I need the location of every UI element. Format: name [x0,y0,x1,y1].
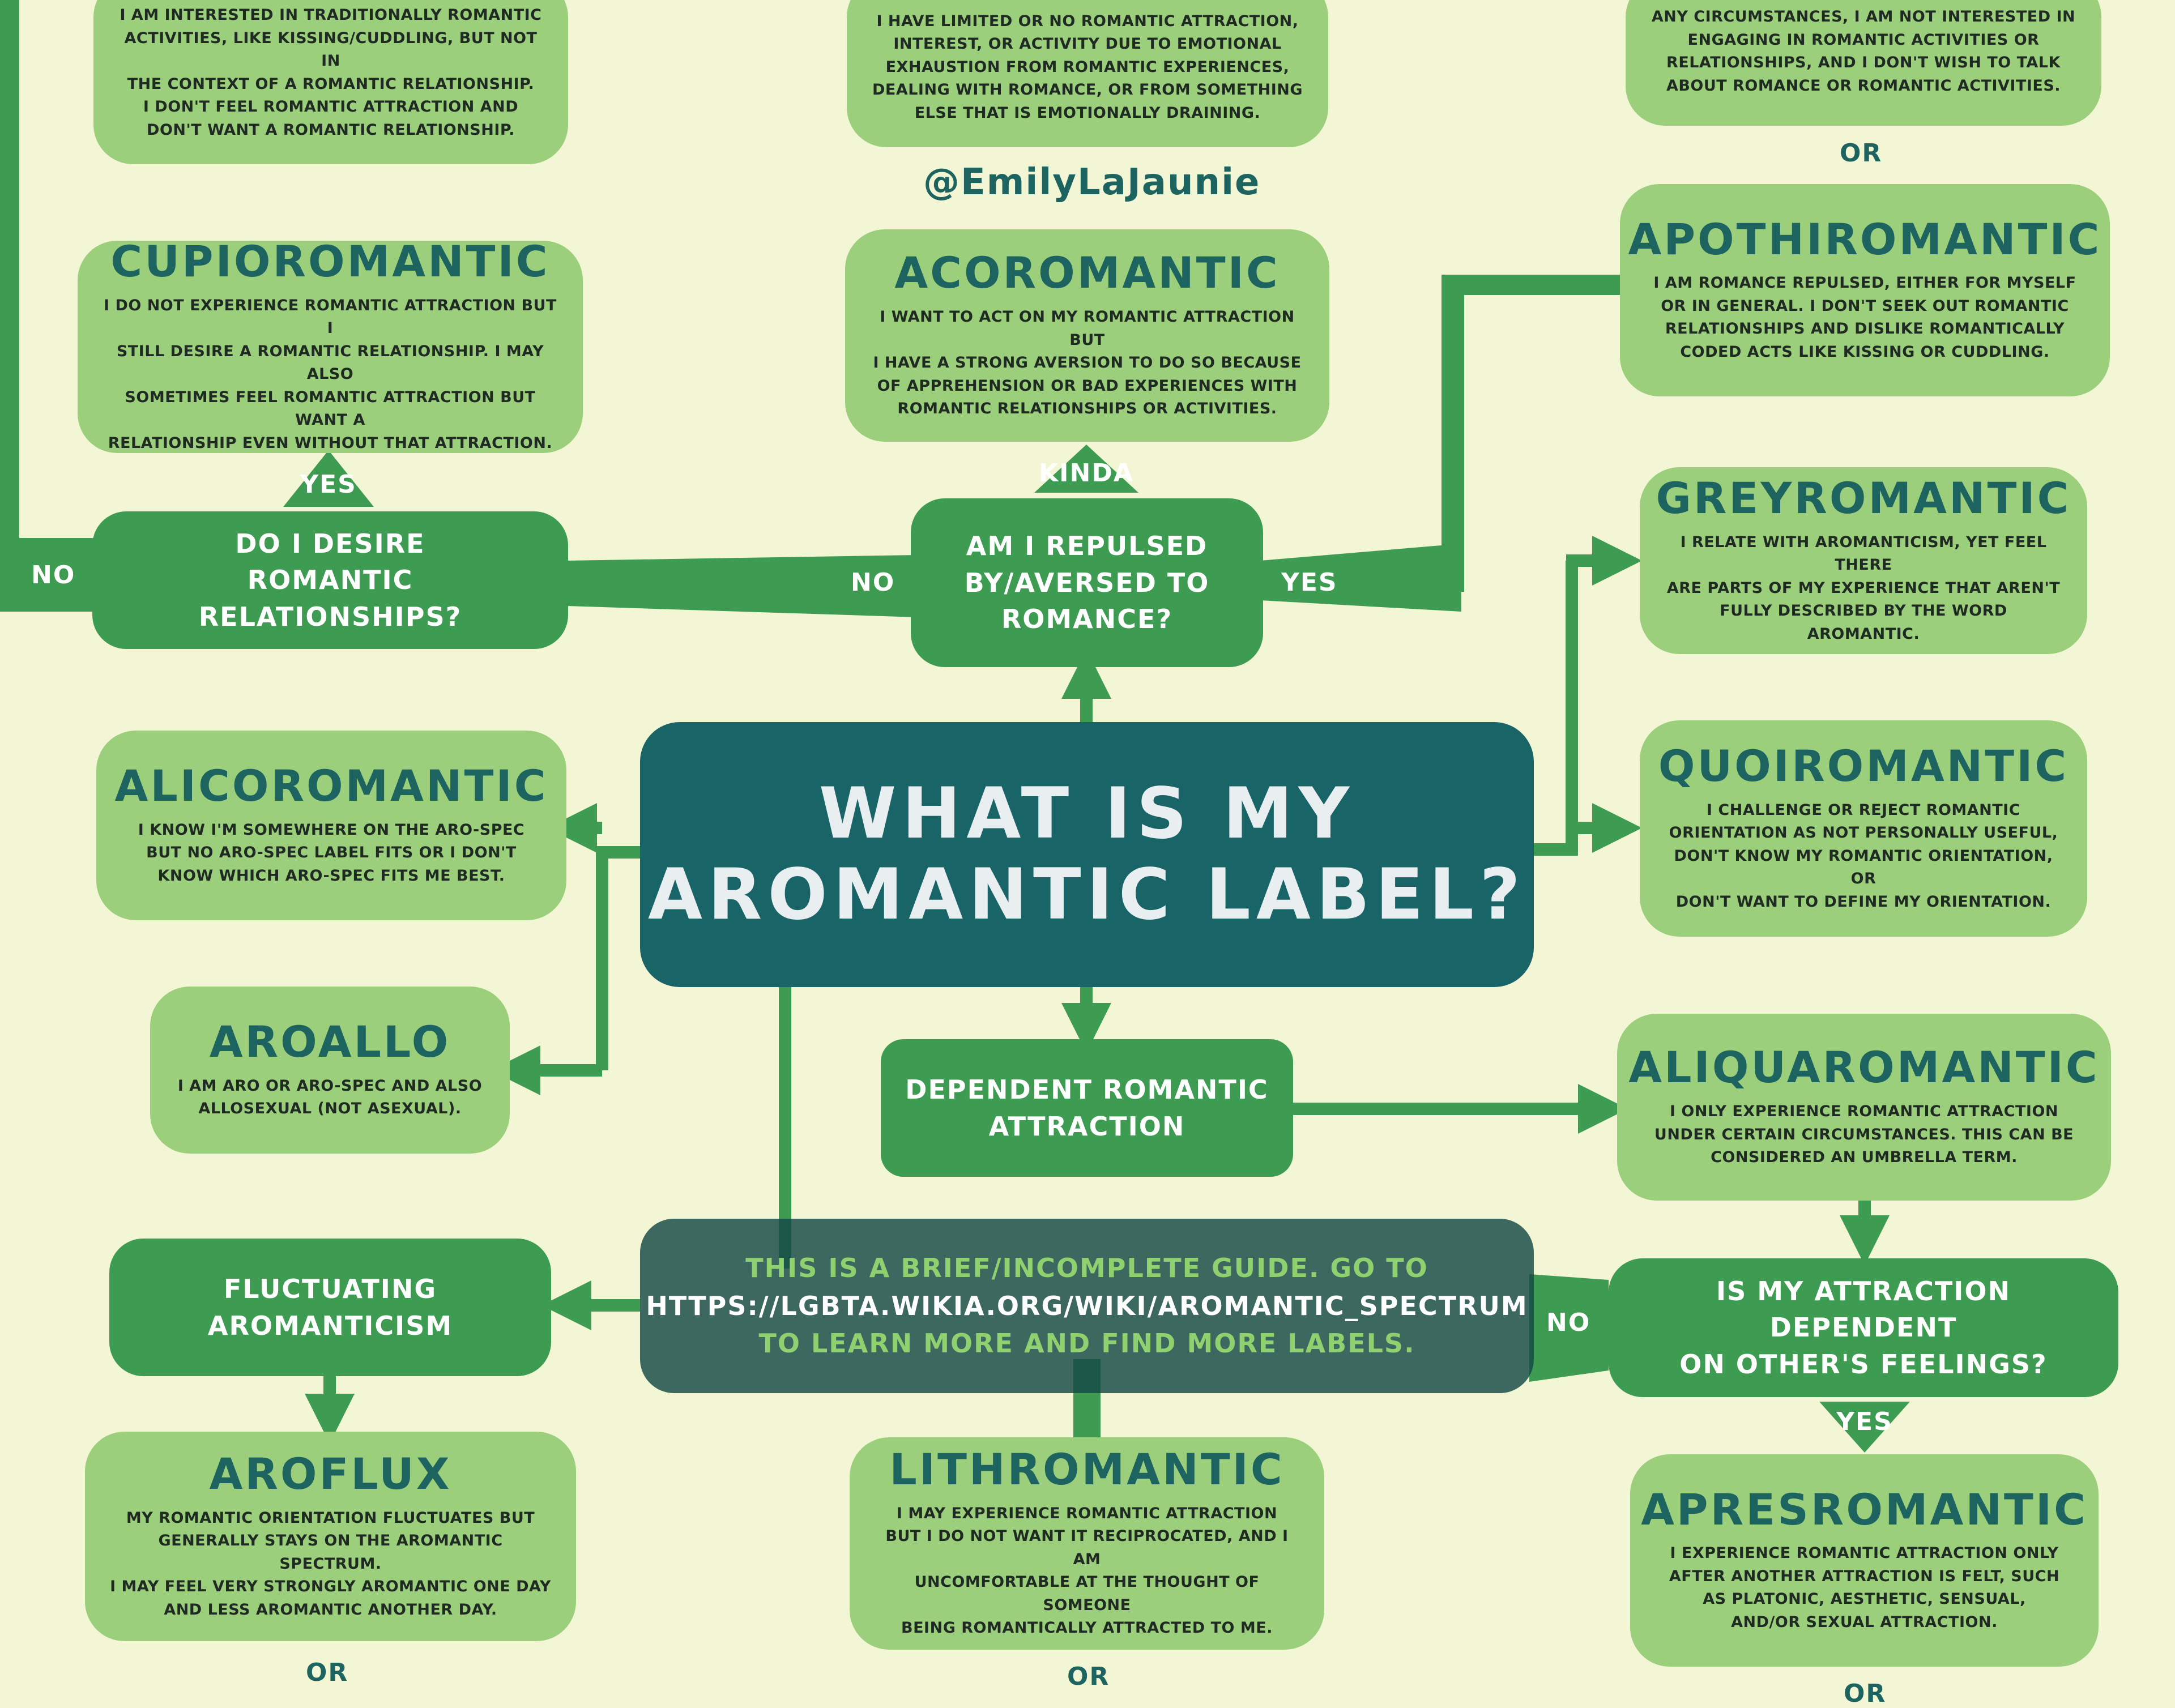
greyromantic-desc: I RELATE WITH AROMANTICISM, YET FEEL THE… [1666,533,2061,643]
apresromantic-desc: I EXPERIENCE ROMANTIC ATTRACTION ONLY AF… [1669,1544,2060,1631]
alicoromantic-desc: I KNOW I'M SOMEWHERE ON THE ARO-SPEC BUT… [138,821,525,885]
apothiromantic-title: APOTHIROMANTIC [1628,214,2102,264]
lithromantic-desc: I MAY EXPERIENCE ROMANTIC ATTRACTION BUT… [885,1504,1289,1637]
acoromantic-title: ACOROMANTIC [894,247,1280,298]
kinda-triangle-acoromantic [1034,445,1138,493]
kinda-label: KINDA [1039,459,1134,488]
connector-note-wedge [1529,1274,1609,1382]
connector-center-left [596,846,640,1070]
acoromantic-desc: I WANT TO ACT ON MY ROMANTIC ATTRACTION … [873,308,1302,418]
label-lithromantic: LITHROMANTIC I MAY EXPERIENCE ROMANTIC A… [850,1437,1324,1650]
quoiromantic-title: QUOIROMANTIC [1658,740,2069,791]
aliquaromantic-title: ALIQUAROMANTIC [1628,1042,2100,1093]
yes-label-apresromantic: YES [1836,1407,1893,1436]
top-center-desc: I HAVE LIMITED OR NO ROMANTIC ATTRACTION… [872,12,1303,122]
center-title-line2: AROMANTIC LABEL? [647,854,1526,936]
apresromantic-title: APRESROMANTIC [1641,1484,2088,1535]
alicoromantic-title: ALICOROMANTIC [114,760,548,811]
quoiromantic-desc: I CHALLENGE OR REJECT ROMANTIC ORIENTATI… [1669,801,2058,911]
guide-note: THIS IS A BRIEF/INCOMPLETE GUIDE. GO TO … [640,1219,1534,1393]
label-apothiromantic: APOTHIROMANTIC I AM ROMANCE REPULSED, EI… [1620,184,2110,396]
no-label-left: NO [31,561,76,590]
cupioromantic-desc: I DO NOT EXPERIENCE ROMANTIC ATTRACTION … [104,296,557,452]
others-feelings-text: IS MY ATTRACTION DEPENDENT ON OTHER'S FE… [1679,1275,2048,1380]
or-bottom-center: OR [1067,1662,1110,1691]
fluctuating-text: FLUCTUATING AROMANTICISM [207,1274,453,1341]
dependent-text: DEPENDENT ROMANTIC ATTRACTION [905,1074,1269,1142]
or-bottom-left: OR [306,1658,349,1687]
connector-center-right [1534,561,1578,856]
label-apresromantic: APRESROMANTIC I EXPERIENCE ROMANTIC ATTR… [1630,1454,2099,1667]
yes-triangle-cupioromantic [283,450,374,507]
connector-left-wedge [0,538,96,612]
label-aroallo: AROALLO I AM ARO OR ARO-SPEC AND ALSO AL… [150,987,510,1154]
label-top-right-partial: ANY CIRCUMSTANCES, I AM NOT INTERESTED I… [1626,0,2101,126]
note-link[interactable]: HTTPS://LGBTA.WIKIA.ORG/WIKI/AROMANTIC_S… [646,1290,1528,1321]
connector-left-vertical [0,0,19,572]
aroallo-title: AROALLO [209,1017,451,1068]
question-desire-relationships: DO I DESIRE ROMANTIC RELATIONSHIPS? [92,511,568,649]
label-aroflux: AROFLUX MY ROMANTIC ORIENTATION FLUCTUAT… [85,1432,576,1641]
question-others-feelings: IS MY ATTRACTION DEPENDENT ON OTHER'S FE… [1609,1258,2118,1397]
desire-question-text: DO I DESIRE ROMANTIC RELATIONSHIPS? [198,528,462,632]
label-aliquaromantic: ALIQUAROMANTIC I ONLY EXPERIENCE ROMANTI… [1617,1014,2111,1201]
no-label-others-feelings: NO [1546,1308,1591,1337]
greyromantic-title: GREYROMANTIC [1656,472,2071,523]
repulsed-question-text: AM I REPULSED BY/AVERSED TO ROMANCE? [964,531,1210,635]
aroallo-desc: I AM ARO OR ARO-SPEC AND ALSO ALLOSEXUAL… [177,1077,483,1118]
connector-repulsed-to-desire [566,555,918,617]
label-acoromantic: ACOROMANTIC I WANT TO ACT ON MY ROMANTIC… [845,229,1329,442]
question-repulsed: AM I REPULSED BY/AVERSED TO ROMANCE? [911,498,1263,667]
label-alicoromantic: ALICOROMANTIC I KNOW I'M SOMEWHERE ON TH… [96,731,566,920]
top-right-desc: ANY CIRCUMSTANCES, I AM NOT INTERESTED I… [1651,8,2076,95]
center-title-box: WHAT IS MY AROMANTIC LABEL? [640,722,1534,987]
label-top-center-partial: I HAVE LIMITED OR NO ROMANTIC ATTRACTION… [847,0,1328,147]
lithromantic-title: LITHROMANTIC [889,1444,1285,1495]
connector-repulsed-to-apothiromantic [1260,544,1461,612]
author-credit: @EmilyLaJaunie [923,161,1261,203]
label-quoiromantic: QUOIROMANTIC I CHALLENGE OR REJECT ROMAN… [1640,720,2087,937]
aliquaromantic-desc: I ONLY EXPERIENCE ROMANTIC ATTRACTION UN… [1654,1103,2074,1167]
question-dependent-attraction: DEPENDENT ROMANTIC ATTRACTION [881,1039,1293,1177]
center-title-line1: WHAT IS MY [818,773,1355,855]
yes-triangle-apresromantic [1819,1402,1910,1453]
top-left-desc: I AM INTERESTED IN TRADITIONALLY ROMANTI… [120,6,542,139]
label-cupioromantic: CUPIOROMANTIC I DO NOT EXPERIENCE ROMANT… [78,236,583,453]
cupioromantic-title: CUPIOROMANTIC [110,236,550,287]
no-label-repulsed: NO [851,568,895,597]
label-top-left-partial: I AM INTERESTED IN TRADITIONALLY ROMANTI… [93,0,568,164]
or-bottom-right: OR [1844,1679,1887,1708]
apothiromantic-desc: I AM ROMANCE REPULSED, EITHER FOR MYSELF… [1653,274,2076,361]
aroflux-desc: MY ROMANTIC ORIENTATION FLUCTUATES BUT G… [110,1509,551,1619]
note-line-3: TO LEARN MORE AND FIND MORE LABELS. [758,1328,1415,1359]
note-line-1: THIS IS A BRIEF/INCOMPLETE GUIDE. GO TO [745,1252,1428,1283]
question-fluctuating: FLUCTUATING AROMANTICISM [109,1239,551,1376]
label-greyromantic: GREYROMANTIC I RELATE WITH AROMANTICISM,… [1640,467,2087,654]
aroflux-title: AROFLUX [209,1448,452,1499]
or-top-right: OR [1840,139,1883,168]
yes-label-cupioromantic: YES [300,470,357,499]
yes-label-repulsed: YES [1281,568,1338,597]
